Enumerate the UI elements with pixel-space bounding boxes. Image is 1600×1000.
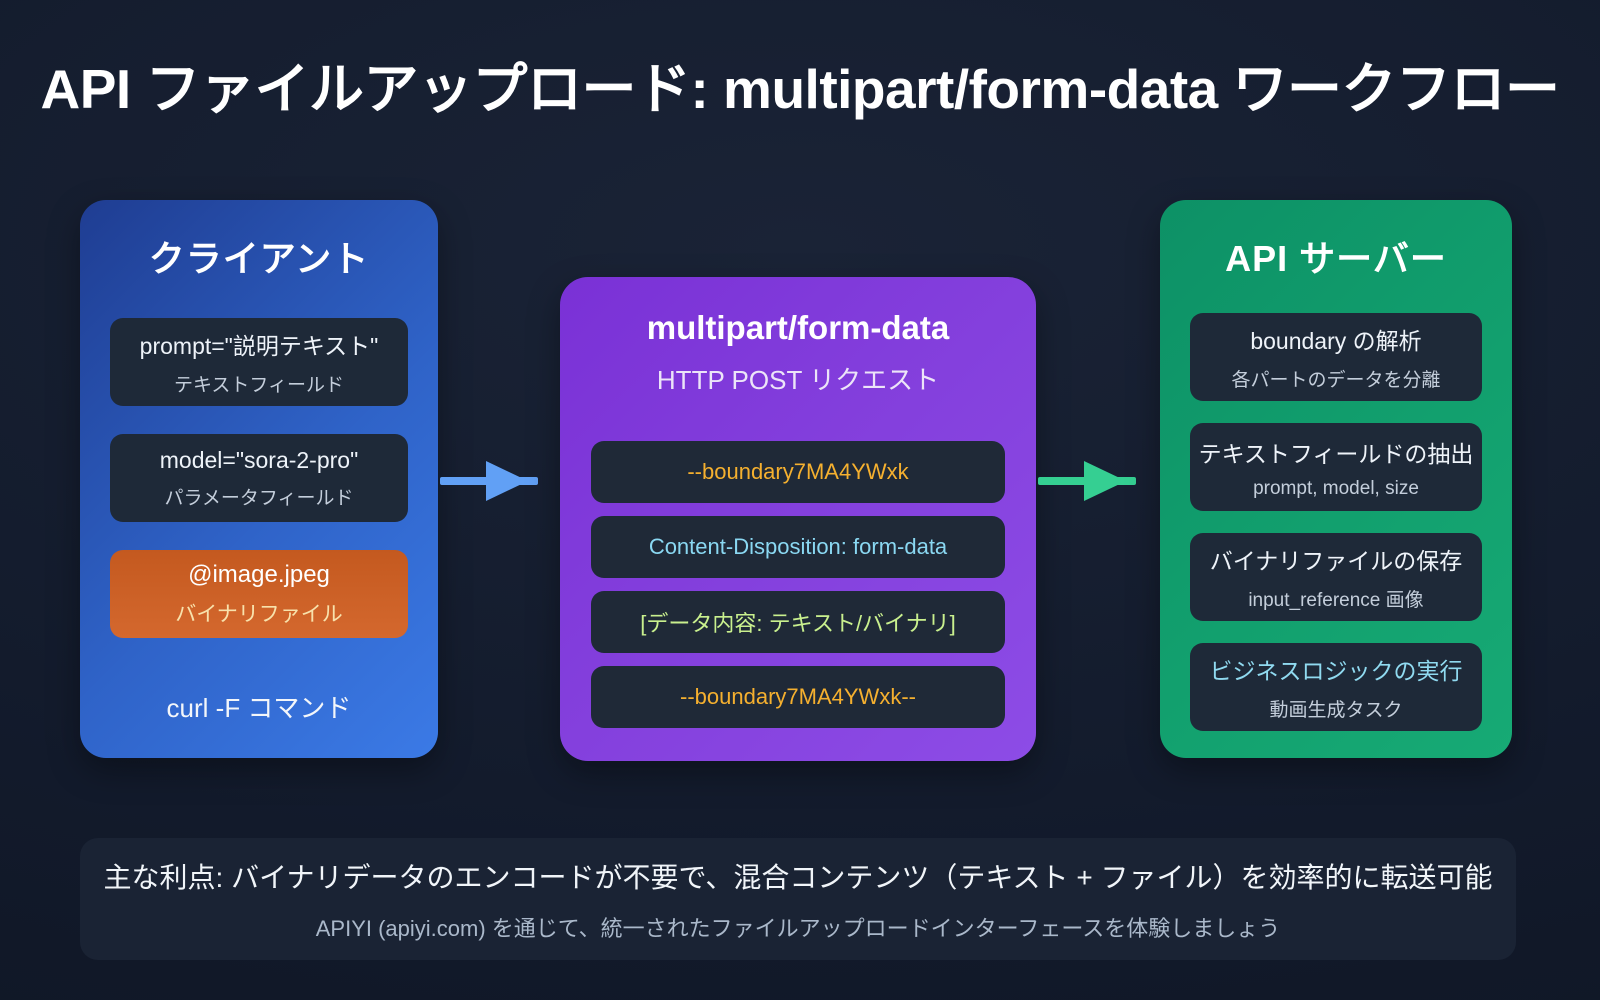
binary-save-title: バイナリファイルの保存: [1209, 548, 1463, 574]
business-logic-title: ビジネスロジックの実行: [1209, 658, 1463, 684]
boundary-close-line: --boundary7MA4YWxk--: [591, 666, 1005, 728]
benefit-main-text: 主な利点: バイナリデータのエンコードが不要で、混合コンテンツ（テキスト + フ…: [103, 861, 1493, 893]
binary-save-box: バイナリファイルの保存 input_reference 画像: [1190, 533, 1482, 621]
text-extract-sub: prompt, model, size: [1253, 477, 1419, 499]
benefit-sub-text: APIYI (apiyi.com) を通じて、統一されたファイルアップロードイン…: [315, 915, 1281, 941]
prompt-field-label: テキストフィールド: [173, 375, 345, 396]
binary-file-label: バイナリファイル: [175, 602, 343, 626]
arrow-request-to-server-icon: [1038, 459, 1136, 503]
content-disposition-line: Content-Disposition: form-data: [591, 516, 1005, 578]
prompt-field-box: prompt="説明テキスト" テキストフィールド: [110, 318, 408, 406]
data-content-line: [データ内容: テキスト/バイナリ]: [591, 591, 1005, 653]
benefit-bar: 主な利点: バイナリデータのエンコードが不要で、混合コンテンツ（テキスト + フ…: [80, 838, 1516, 960]
arrow-head: [486, 461, 528, 501]
arrow-client-to-request-icon: [440, 459, 538, 503]
business-logic-box: ビジネスロジックの実行 動画生成タスク: [1190, 643, 1482, 731]
server-steps: boundary の解析 各パートのデータを分離 テキストフィールドの抽出 pr…: [1190, 313, 1482, 731]
curl-command-label: curl -F コマンド: [166, 693, 352, 723]
request-card-title: multipart/form-data: [646, 309, 950, 346]
text-extract-box: テキストフィールドの抽出 prompt, model, size: [1190, 423, 1482, 511]
arrow-head: [1084, 461, 1126, 501]
boundary-parse-box: boundary の解析 各パートのデータを分離: [1190, 313, 1482, 401]
prompt-field-value: prompt="説明テキスト": [139, 333, 379, 359]
text-extract-title: テキストフィールドの抽出: [1198, 440, 1474, 467]
binary-save-sub: input_reference 画像: [1248, 590, 1424, 611]
boundary-parse-sub: 各パートのデータを分離: [1231, 370, 1441, 391]
request-card: multipart/form-data HTTP POST リクエスト --bo…: [560, 277, 1036, 761]
request-card-subtitle: HTTP POST リクエスト: [656, 365, 940, 395]
binary-file-value: @image.jpeg: [188, 560, 330, 588]
client-card: クライアント prompt="説明テキスト" テキストフィールド model="…: [80, 200, 438, 758]
server-card: API サーバー boundary の解析 各パートのデータを分離 テキストフィ…: [1160, 200, 1512, 758]
client-card-title: クライアント: [148, 238, 370, 279]
boundary-parse-title: boundary の解析: [1250, 328, 1422, 354]
model-field-box: model="sora-2-pro" パラメータフィールド: [110, 434, 408, 522]
binary-file-box: @image.jpeg バイナリファイル: [110, 550, 408, 638]
model-field-label: パラメータフィールド: [164, 487, 354, 509]
page-title: API ファイルアップロード: multipart/form-data ワークフ…: [40, 58, 1560, 120]
request-lines: --boundary7MA4YWxk Content-Disposition: …: [591, 441, 1005, 728]
model-field-value: model="sora-2-pro": [159, 446, 359, 473]
boundary-open-line: --boundary7MA4YWxk: [591, 441, 1005, 503]
server-card-title: API サーバー: [1225, 238, 1447, 279]
business-logic-sub: 動画生成タスク: [1269, 700, 1403, 721]
client-fields: prompt="説明テキスト" テキストフィールド model="sora-2-…: [110, 318, 408, 638]
